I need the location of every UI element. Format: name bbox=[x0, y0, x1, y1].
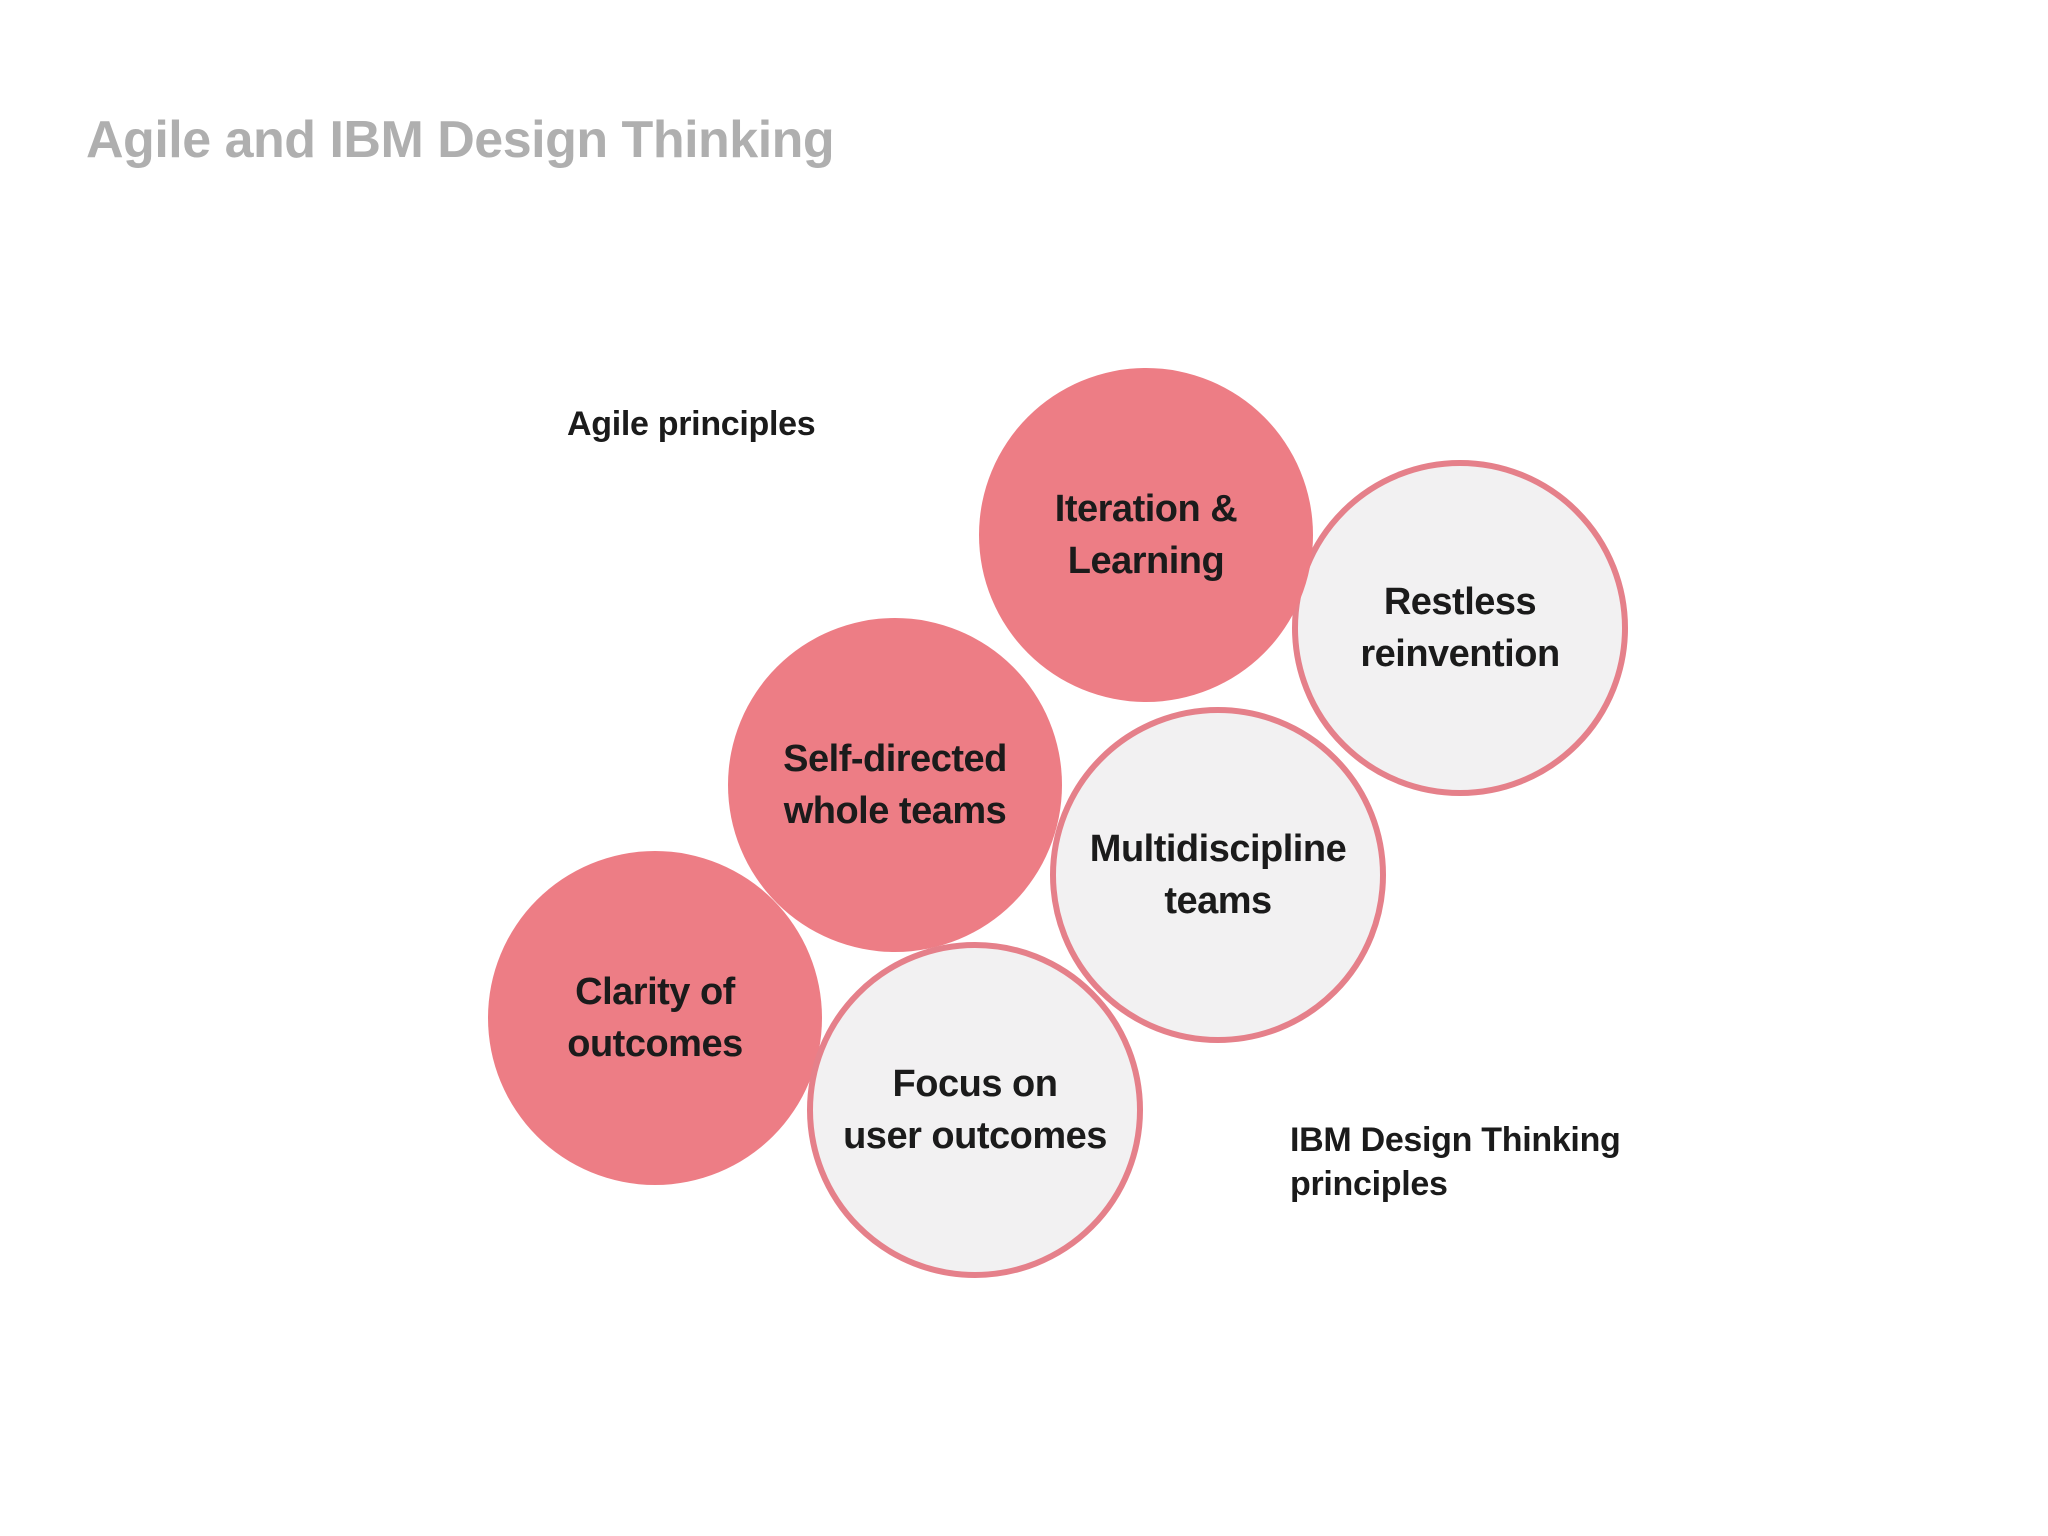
circle-text-line: Focus on bbox=[892, 1062, 1058, 1105]
ibm-design-thinking-principles-label: IBM Design Thinking principles bbox=[1290, 1121, 1621, 1204]
circle-focus-on-user-outcomes: Focus on user outcomes bbox=[807, 942, 1143, 1278]
circle-text-line: whole teams bbox=[783, 790, 1007, 832]
circle-text-line: outcomes bbox=[567, 1023, 743, 1065]
circle-text-line: Learning bbox=[1067, 540, 1225, 582]
circle-text-line: Restless bbox=[1383, 580, 1537, 623]
agile-principles-label: Agile principles bbox=[567, 405, 816, 443]
circle-restless-reinvention: Restless reinvention bbox=[1292, 460, 1628, 796]
circle-text-line: Self-directed bbox=[783, 737, 1007, 780]
circle-iteration-and-learning: Iteration & Learning bbox=[979, 368, 1313, 702]
slide-title: Agile and IBM Design Thinking bbox=[86, 111, 835, 169]
circle-clarity-of-outcomes: Clarity of outcomes bbox=[488, 851, 822, 1185]
circle-text-line: Clarity of bbox=[575, 970, 735, 1013]
circle-multidiscipline-teams: Multidiscipline teams bbox=[1050, 707, 1386, 1043]
circle-text-line: reinvention bbox=[1360, 633, 1560, 675]
circle-self-directed-whole-teams: Self-directed whole teams bbox=[728, 618, 1062, 952]
circle-text-line: Multidiscipline bbox=[1089, 827, 1347, 870]
circle-text-line: user outcomes bbox=[843, 1115, 1107, 1157]
circle-text-line: teams bbox=[1164, 880, 1272, 922]
circle-text-line: Iteration & bbox=[1054, 487, 1238, 530]
